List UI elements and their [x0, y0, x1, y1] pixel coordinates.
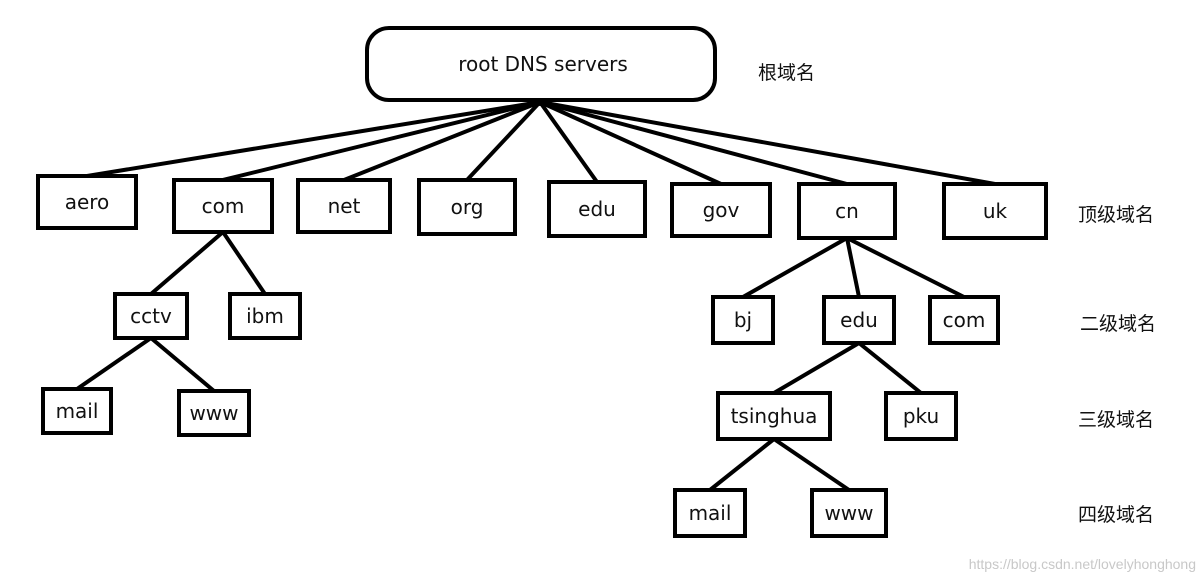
node-cn_com-box	[928, 295, 1000, 345]
node-edu_tsinghua-box	[716, 391, 832, 441]
level-label-root: 根域名	[758, 62, 816, 84]
node-cn_edu-label: edu	[840, 308, 878, 332]
edge-root-to-org	[465, 100, 542, 182]
node-cn_bj-label: bj	[734, 308, 752, 332]
edge-root-to-edu	[538, 100, 599, 184]
node-tsinghua_mail-label: mail	[689, 501, 732, 525]
node-com_cctv-label: cctv	[130, 304, 172, 328]
edge-root-to-net	[342, 100, 542, 182]
root-node-label: root DNS servers	[458, 52, 628, 76]
node-com-box	[172, 178, 274, 234]
edge-cn-to-cn_bj	[741, 236, 849, 299]
node-aero: aero	[36, 174, 138, 230]
edge-root-to-com	[221, 100, 542, 182]
edge-root-to-aero	[85, 100, 542, 178]
node-cctv_mail-label: mail	[56, 399, 99, 423]
node-cn-label: cn	[835, 199, 859, 223]
edge-com-to-com_ibm	[221, 230, 267, 296]
node-gov-box	[670, 182, 772, 238]
node-net-label: net	[328, 194, 361, 218]
node-edu_pku: pku	[884, 391, 958, 441]
node-tsinghua_www: www	[810, 488, 888, 538]
node-cctv_mail: mail	[41, 387, 113, 435]
node-com_cctv: cctv	[113, 292, 189, 340]
edge-root-to-uk	[538, 100, 997, 186]
node-uk-label: uk	[983, 199, 1008, 223]
node-com_ibm-box	[228, 292, 302, 340]
node-edu-box	[547, 180, 647, 238]
node-uk: uk	[942, 182, 1048, 240]
node-com_cctv-box	[113, 292, 189, 340]
node-org-label: org	[451, 195, 484, 219]
node-uk-box	[942, 182, 1048, 240]
node-edu: edu	[547, 180, 647, 238]
node-cn-box	[797, 182, 897, 240]
level-label-third: 三级域名	[1078, 409, 1155, 431]
node-net: net	[296, 178, 392, 234]
root-node: root DNS servers	[365, 26, 717, 102]
node-cctv_www-label: www	[189, 401, 238, 425]
watermark: https://blog.csdn.net/lovelyhonghong	[968, 556, 1196, 572]
nodes-layer: aero com net org edu gov cn uk cctv ibm mail www bj e…	[36, 174, 1048, 538]
node-edu_tsinghua-label: tsinghua	[731, 404, 818, 428]
edge-root-to-cn	[538, 100, 849, 186]
node-cn_edu-box	[822, 295, 896, 345]
node-com_ibm: ibm	[228, 292, 302, 340]
node-tsinghua_mail-box	[673, 488, 747, 538]
node-tsinghua_www-box	[810, 488, 888, 538]
node-cctv_mail-box	[41, 387, 113, 435]
node-com-label: com	[202, 194, 245, 218]
node-cctv_www: www	[177, 389, 251, 437]
edge-cn_edu-to-edu_pku	[857, 341, 923, 395]
edge-edu_tsinghua-to-tsinghua_mail	[708, 437, 776, 492]
node-cn_com: com	[928, 295, 1000, 345]
node-cn: cn	[797, 182, 897, 240]
node-org-box	[417, 178, 517, 236]
level-label-fourth: 四级域名	[1078, 504, 1155, 526]
edges-layer	[75, 98, 997, 492]
edge-com_cctv-to-cctv_www	[149, 336, 216, 393]
edge-cn-to-cn_edu	[845, 236, 861, 299]
node-aero-label: aero	[65, 190, 110, 214]
node-cn_com-label: com	[943, 308, 986, 332]
edge-com-to-com_cctv	[149, 230, 225, 296]
edge-com_cctv-to-cctv_mail	[75, 336, 153, 391]
node-net-box	[296, 178, 392, 234]
node-org: org	[417, 178, 517, 236]
node-gov: gov	[670, 182, 772, 238]
node-tsinghua_mail: mail	[673, 488, 747, 538]
edge-root-to-gov	[538, 100, 723, 186]
node-aero-box	[36, 174, 138, 230]
edge-cn_edu-to-edu_tsinghua	[772, 341, 861, 395]
level-label-tld: 顶级域名	[1078, 204, 1155, 226]
root-node-box	[365, 26, 717, 102]
level-label-second: 二级域名	[1080, 313, 1157, 335]
node-cn_bj: bj	[711, 295, 775, 345]
node-cn_edu: edu	[822, 295, 896, 345]
node-cctv_www-box	[177, 389, 251, 437]
node-edu_pku-box	[884, 391, 958, 441]
edge-edu_tsinghua-to-tsinghua_www	[772, 437, 851, 492]
edge-cn-to-cn_com	[845, 236, 966, 299]
node-tsinghua_www-label: www	[824, 501, 873, 525]
node-com_ibm-label: ibm	[246, 304, 284, 328]
node-com: com	[172, 178, 274, 234]
node-edu_pku-label: pku	[903, 404, 939, 428]
node-edu_tsinghua: tsinghua	[716, 391, 832, 441]
node-gov-label: gov	[703, 198, 740, 222]
node-edu-label: edu	[578, 197, 616, 221]
node-cn_bj-box	[711, 295, 775, 345]
